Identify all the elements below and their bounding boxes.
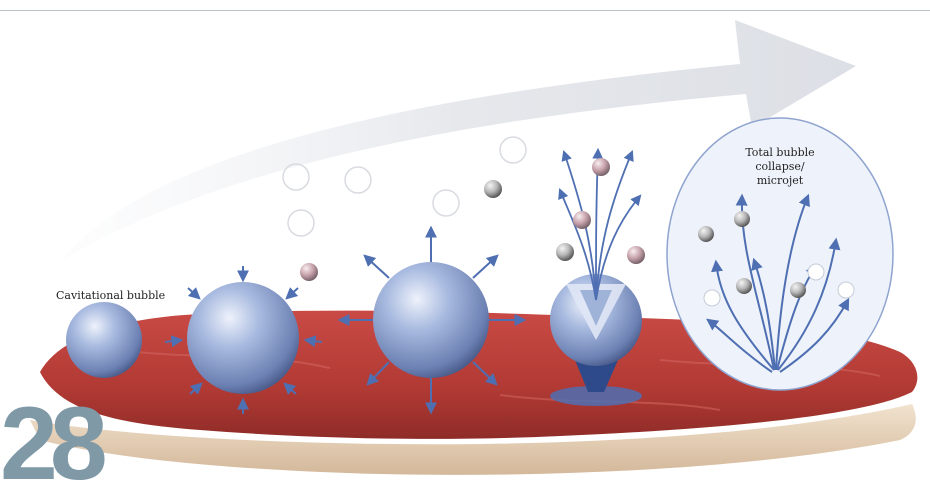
expanding-bubble <box>373 262 489 378</box>
page-number: 28 <box>0 392 100 496</box>
microjet-collapse-panel: Total bubble collapse/ microjet <box>667 118 893 390</box>
cavitational-bubble <box>66 302 142 378</box>
cavitation-diagram: Cavitational bubble <box>0 0 930 484</box>
cavitational-bubble-label: Cavitational bubble <box>56 289 165 302</box>
collapse-label-line3: microjet <box>757 174 804 187</box>
collapse-label-line2: collapse/ <box>755 160 805 173</box>
compressing-bubble <box>187 282 299 394</box>
collapse-label-line1: Total bubble <box>745 146 814 159</box>
